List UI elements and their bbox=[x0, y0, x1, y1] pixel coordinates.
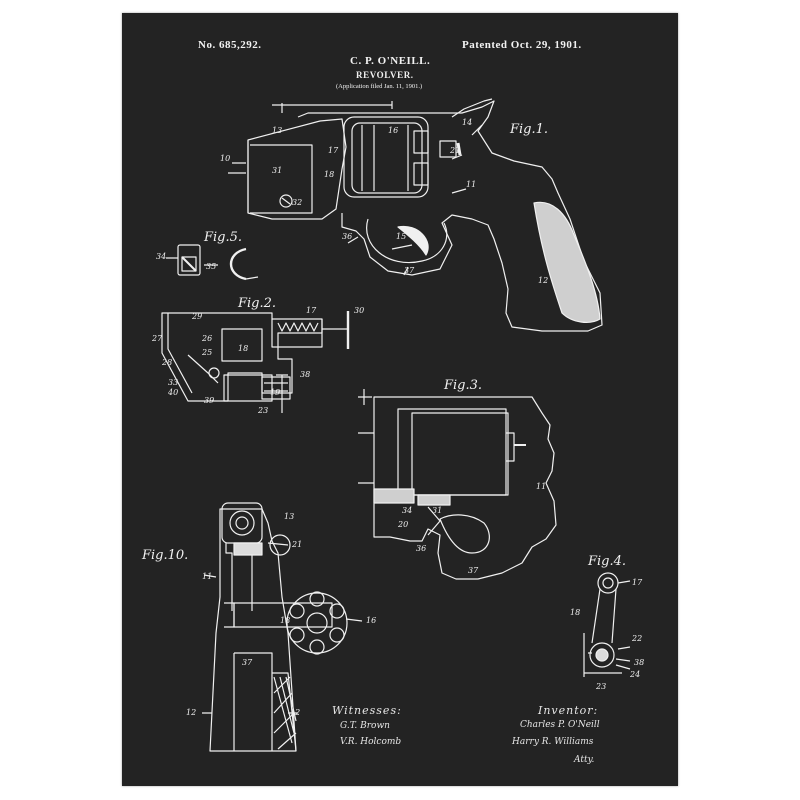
ref-39: 39 bbox=[204, 396, 214, 405]
ref-34: 34 bbox=[156, 252, 166, 261]
inventor-name-header: C. P. O'NEILL. bbox=[350, 55, 431, 67]
ref-13: 13 bbox=[272, 126, 282, 135]
ref-18b: 18 bbox=[238, 344, 248, 353]
patent-title: REVOLVER. bbox=[356, 70, 414, 80]
ref-11b: 11 bbox=[536, 482, 546, 491]
ref-17c: 17 bbox=[632, 578, 643, 587]
ref-16: 16 bbox=[388, 126, 398, 135]
fig1-caption: Fig.1. bbox=[509, 122, 548, 137]
ref-18: 18 bbox=[324, 170, 334, 179]
ref-16b: 16 bbox=[366, 616, 376, 625]
ref-15: 15 bbox=[396, 232, 406, 241]
fig3-frame-section bbox=[358, 389, 557, 580]
ref-14: 14 bbox=[462, 118, 472, 127]
ref-37b: 37 bbox=[468, 566, 479, 575]
patent-date: Patented Oct. 29, 1901. bbox=[462, 39, 582, 51]
witness-signature-2: V.R. Holcomb bbox=[340, 737, 402, 747]
ref-38b: 38 bbox=[634, 658, 644, 667]
ref-35: 35 bbox=[206, 262, 216, 271]
ref-23: 23 bbox=[257, 406, 268, 415]
ref-31b: 31 bbox=[432, 506, 442, 515]
ref-33: 33 bbox=[168, 378, 178, 387]
fig10-top-view bbox=[202, 502, 363, 752]
fig10-caption: Fig.10. bbox=[141, 548, 188, 563]
ref-12c: 12 bbox=[290, 708, 300, 717]
ref-37: 37 bbox=[404, 266, 415, 275]
patent-poster: No. 685,292. Patented Oct. 29, 1901. C. … bbox=[122, 13, 678, 786]
fig1-revolver bbox=[228, 98, 603, 332]
ref-23b: 23 bbox=[595, 682, 606, 691]
ref-17b: 17 bbox=[306, 306, 317, 315]
ref-18d: 18 bbox=[570, 608, 580, 617]
fig4-caption: Fig.4. bbox=[587, 554, 626, 569]
ref-12: 12 bbox=[538, 276, 548, 285]
ref-11: 11 bbox=[466, 180, 476, 189]
ref-19: 19 bbox=[270, 388, 280, 397]
ref-11c: 11 bbox=[202, 572, 212, 581]
attorney-suffix: Atty. bbox=[574, 755, 595, 765]
ref-34b: 34 bbox=[402, 506, 412, 515]
ref-22: 22 bbox=[631, 634, 642, 643]
fig2-caption: Fig.2. bbox=[237, 296, 276, 311]
ref-24: 24 bbox=[629, 670, 640, 679]
ref-20: 20 bbox=[397, 520, 408, 529]
inventor-heading: Inventor: bbox=[538, 704, 599, 717]
ref-30: 30 bbox=[354, 306, 364, 315]
ref-21: 21 bbox=[449, 146, 460, 155]
application-filed: (Application filed Jan. 11, 1901.) bbox=[336, 83, 423, 90]
ref-27: 27 bbox=[151, 334, 163, 343]
patent-number: No. 685,292. bbox=[198, 39, 262, 51]
ref-32: 32 bbox=[292, 198, 302, 207]
fig5-caption: Fig.5. bbox=[203, 230, 242, 245]
ref-26: 26 bbox=[201, 334, 212, 343]
ref-31: 31 bbox=[272, 166, 282, 175]
fig3-caption: Fig.3. bbox=[443, 378, 482, 393]
ref-36: 36 bbox=[342, 232, 352, 241]
ref-18c: 18 bbox=[280, 616, 290, 625]
ref-29: 29 bbox=[191, 312, 202, 321]
fig4-part bbox=[583, 572, 631, 677]
ref-25: 25 bbox=[201, 348, 212, 357]
fig5-part bbox=[166, 244, 259, 281]
witnesses-heading: Witnesses: bbox=[332, 704, 402, 717]
ref-38: 38 bbox=[300, 370, 310, 379]
fig2-mechanism bbox=[161, 311, 350, 413]
witness-signature-1: G.T. Brown bbox=[340, 721, 390, 731]
ref-28: 28 bbox=[161, 358, 172, 367]
ref-36b: 36 bbox=[416, 544, 426, 553]
ref-12b: 12 bbox=[186, 708, 196, 717]
ref-40: 40 bbox=[167, 388, 178, 397]
ref-21b: 21 bbox=[291, 540, 302, 549]
ref-17: 17 bbox=[328, 146, 339, 155]
inventor-signature: Charles P. O'Neill bbox=[520, 720, 600, 730]
attorney-signature: Harry R. Williams bbox=[512, 737, 594, 747]
ref-10: 10 bbox=[220, 154, 230, 163]
ref-37c: 37 bbox=[242, 658, 253, 667]
ref-13b: 13 bbox=[284, 512, 294, 521]
patent-drawing: Fig.1. Fig.5. Fig.2. Fig.3. Fig.4. Fig.1… bbox=[141, 98, 644, 752]
